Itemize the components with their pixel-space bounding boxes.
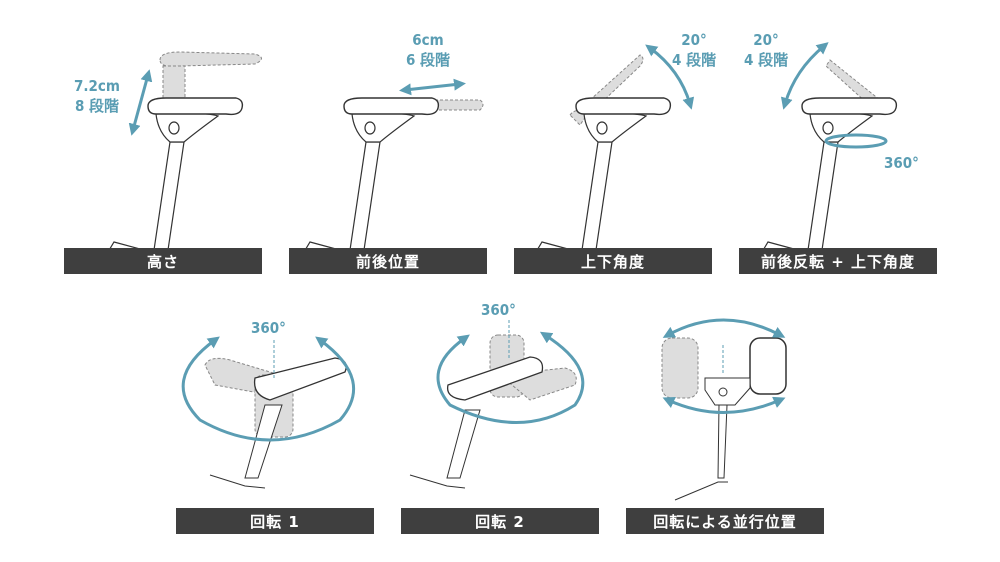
label-fore-aft: 前後位置 [289,248,487,274]
height-illustration [107,51,262,268]
note-text: 20° [681,31,707,49]
flip-tilt-range-note: 20° 4 段階 [744,30,788,70]
label-height: 高さ [64,248,262,274]
note-text: 6 段階 [405,51,451,69]
rotation2-note: 360° [481,301,516,319]
tilt-illustration [535,44,695,268]
note-text: 20° [753,31,779,49]
fore-aft-range-note: 6cm 6 段階 [398,30,458,70]
note-text: 8 段階 [74,97,120,115]
label-rotation2: 回転 2 [401,508,599,534]
height-range-note: 7.2cm 8 段階 [74,76,120,116]
note-text: 4 段階 [744,51,789,69]
note-text: 7.2cm [74,77,120,95]
label-parallel: 回転による並行位置 [626,508,824,534]
rotation2-illustration [409,320,585,489]
parallel-illustration [661,318,787,501]
label-tilt: 上下角度 [514,248,712,274]
label-rotation1: 回転 1 [176,508,374,534]
tilt-range-note: 20° 4 段階 [672,30,716,70]
note-text: 6cm [412,31,444,49]
rotation1-note: 360° [251,319,286,337]
rotation1-illustration [181,336,356,489]
flip-tilt-illustration [761,42,898,268]
note-text: 4 段階 [672,51,717,69]
fore-aft-illustration [303,78,484,268]
label-flip-tilt: 前後反転 + 上下角度 [739,248,937,274]
flip-rotation-note: 360° [884,154,919,172]
